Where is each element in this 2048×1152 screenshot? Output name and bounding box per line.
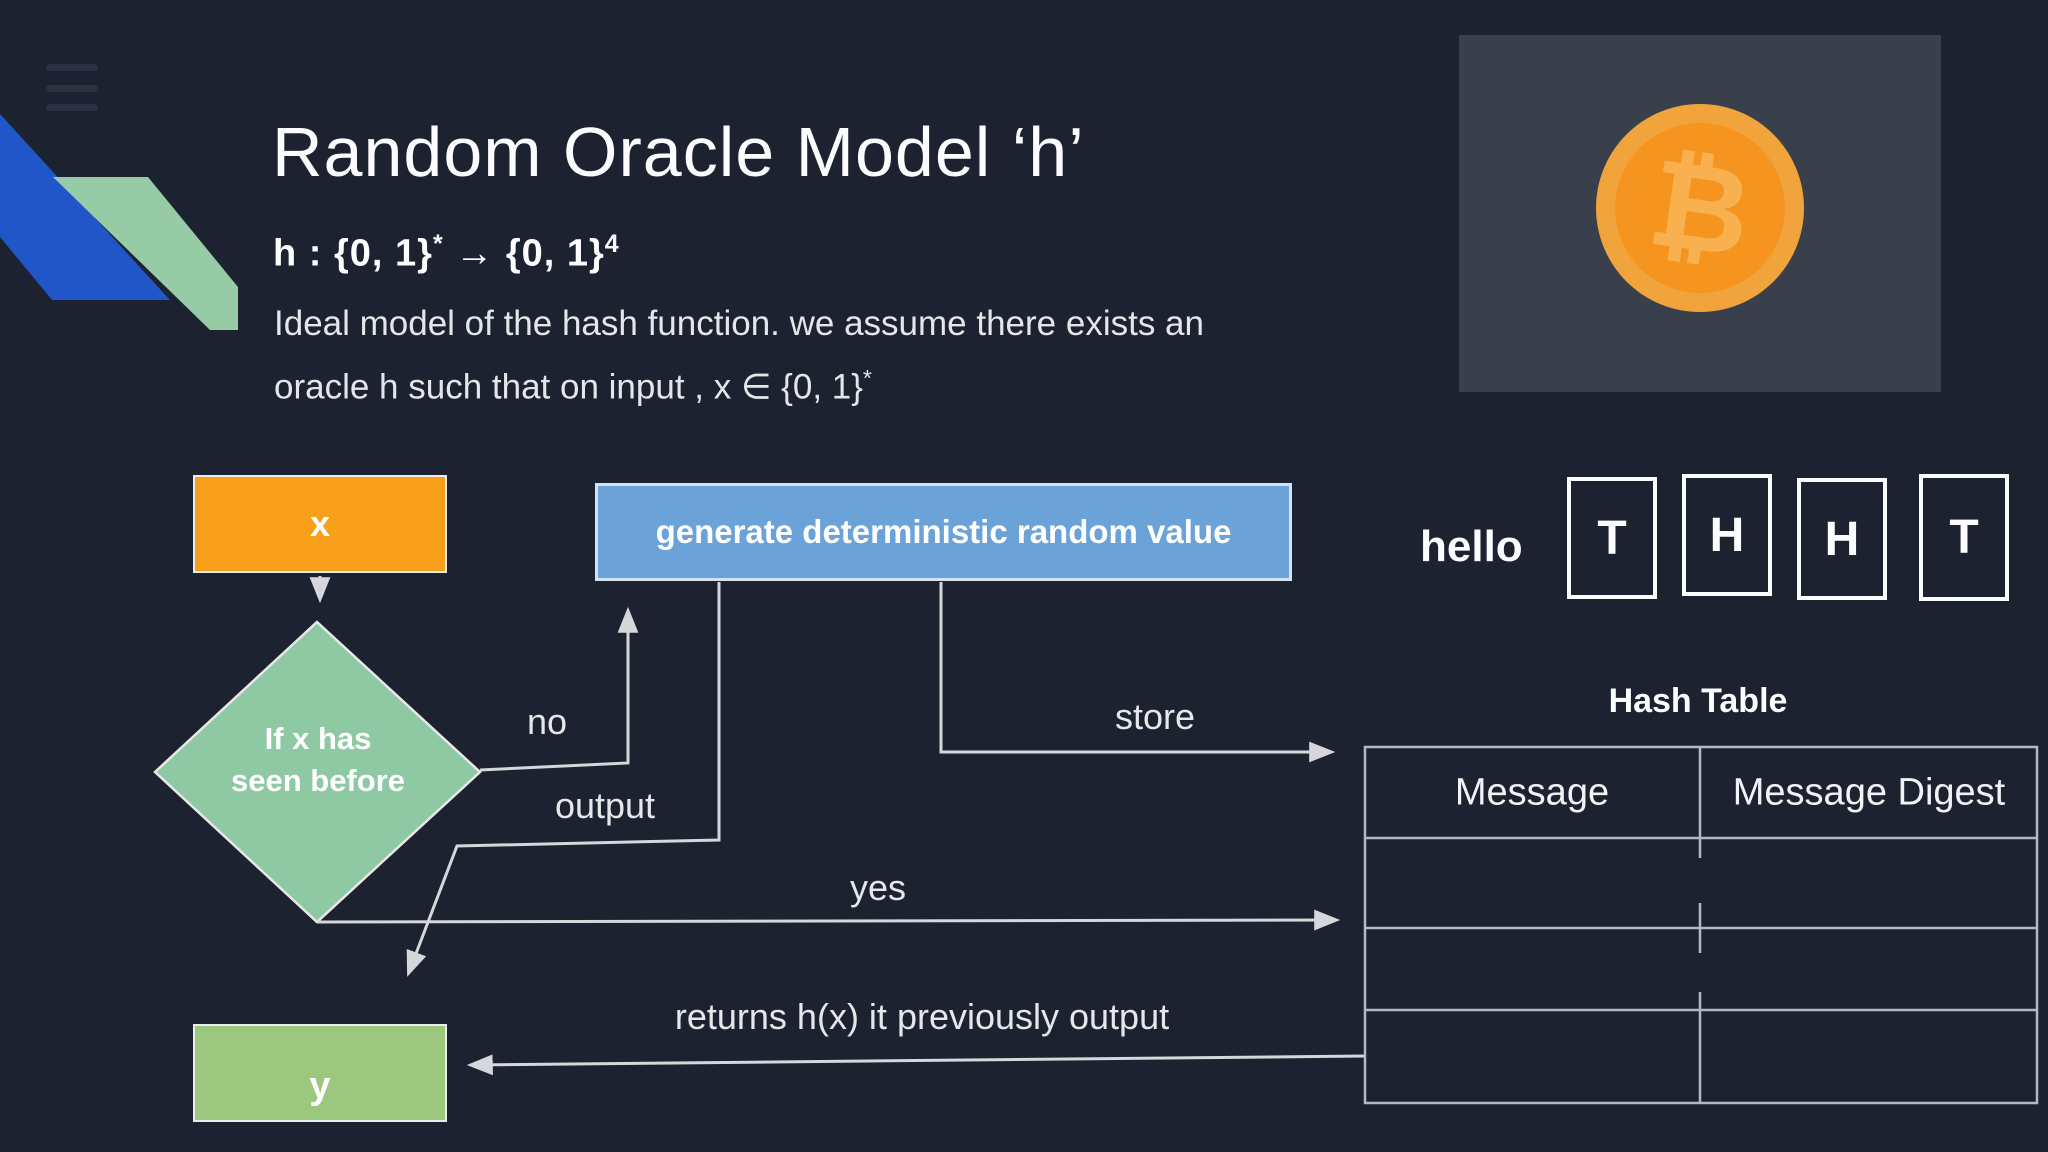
- maps-to-arrow: →: [455, 232, 495, 275]
- edge-output: [406, 582, 721, 977]
- edge-label-store: store: [1114, 696, 1196, 737]
- hash-function-formula: h : {0, 1}* → {0, 1}4: [273, 230, 620, 275]
- edge-label-no: no: [526, 701, 568, 742]
- edge-label-returns: returns h(x) it previously output: [674, 996, 1170, 1037]
- input-x-box: x: [193, 475, 447, 573]
- description-line-2: oracle h such that on input , x ∈ {0, 1}…: [274, 365, 872, 407]
- column-header-message: Message: [1454, 771, 1610, 814]
- digest-letter-box: H: [1797, 478, 1887, 600]
- page-title: Random Oracle Model ‘h’: [272, 113, 1085, 191]
- edge-returns: [466, 1054, 1366, 1076]
- menu-icon[interactable]: [46, 62, 98, 114]
- edge-label-yes: yes: [849, 867, 907, 908]
- decision-diamond-label: If x has seen before: [230, 721, 405, 798]
- digest-letter-box: H: [1682, 474, 1772, 596]
- hash-table-grid: [1363, 745, 2039, 1105]
- description-text: Ideal model of the hash function. we ass…: [274, 296, 1204, 415]
- bitcoin-icon: ₿: [1596, 104, 1804, 312]
- green-ribbon: [53, 177, 238, 330]
- svg-text:₿: ₿: [1641, 131, 1759, 285]
- column-header-message-digest: Message Digest: [1732, 771, 2006, 814]
- digest-letter-box: T: [1567, 477, 1657, 599]
- generate-random-value-box: generate deterministic random value: [595, 483, 1292, 581]
- output-y-box: y: [193, 1024, 447, 1122]
- digest-letter-box: T: [1919, 474, 2009, 601]
- description-line-1: Ideal model of the hash function. we ass…: [274, 304, 1204, 343]
- edge-store: [939, 582, 1336, 763]
- corner-ribbon-decoration: [0, 114, 238, 330]
- edge-no: [479, 606, 639, 772]
- hash-table-title: Hash Table: [1608, 682, 1788, 720]
- edge-yes: [316, 909, 1341, 931]
- bitcoin-image-card: ₿: [1459, 35, 1941, 392]
- edge-label-output: output: [554, 785, 656, 826]
- hash-input-word: hello: [1420, 522, 1523, 571]
